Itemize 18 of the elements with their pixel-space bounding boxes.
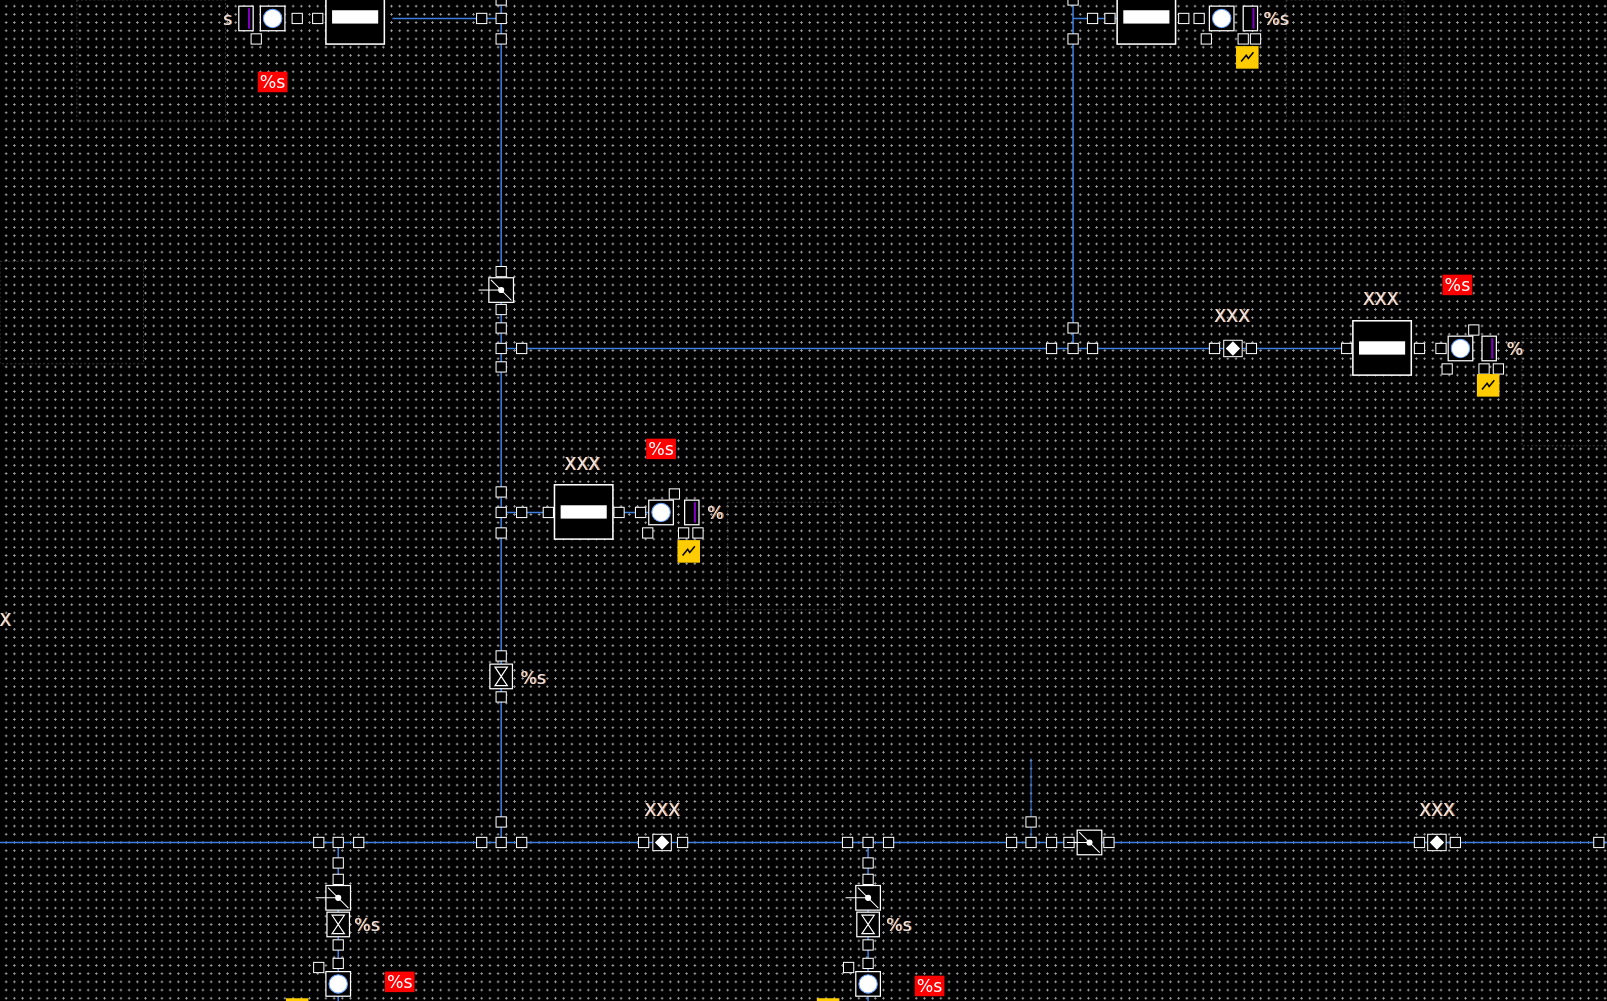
tag-text: XXX (564, 454, 601, 475)
tag-text: XXX (1362, 289, 1399, 310)
tag-text: %s (1263, 8, 1289, 29)
tag-text: s (223, 8, 233, 29)
tag-text: % (1506, 338, 1524, 359)
tag-text: %s (354, 914, 380, 935)
tag-text: % (707, 502, 724, 523)
tag-text: X (0, 609, 12, 631)
alarm-tag: %s (914, 975, 945, 997)
alarm-tag: %s (1442, 274, 1473, 296)
tag-text: XXX (644, 799, 680, 820)
tag-text: %s (520, 667, 546, 688)
tag-text: %s (886, 914, 912, 935)
alarm-tag: %s (257, 71, 288, 93)
alarm-tag: %s (646, 438, 676, 460)
alarm-tag: %s (384, 971, 415, 993)
tag-text: XXX (1214, 305, 1250, 326)
tag-text: XXX (1419, 799, 1455, 820)
